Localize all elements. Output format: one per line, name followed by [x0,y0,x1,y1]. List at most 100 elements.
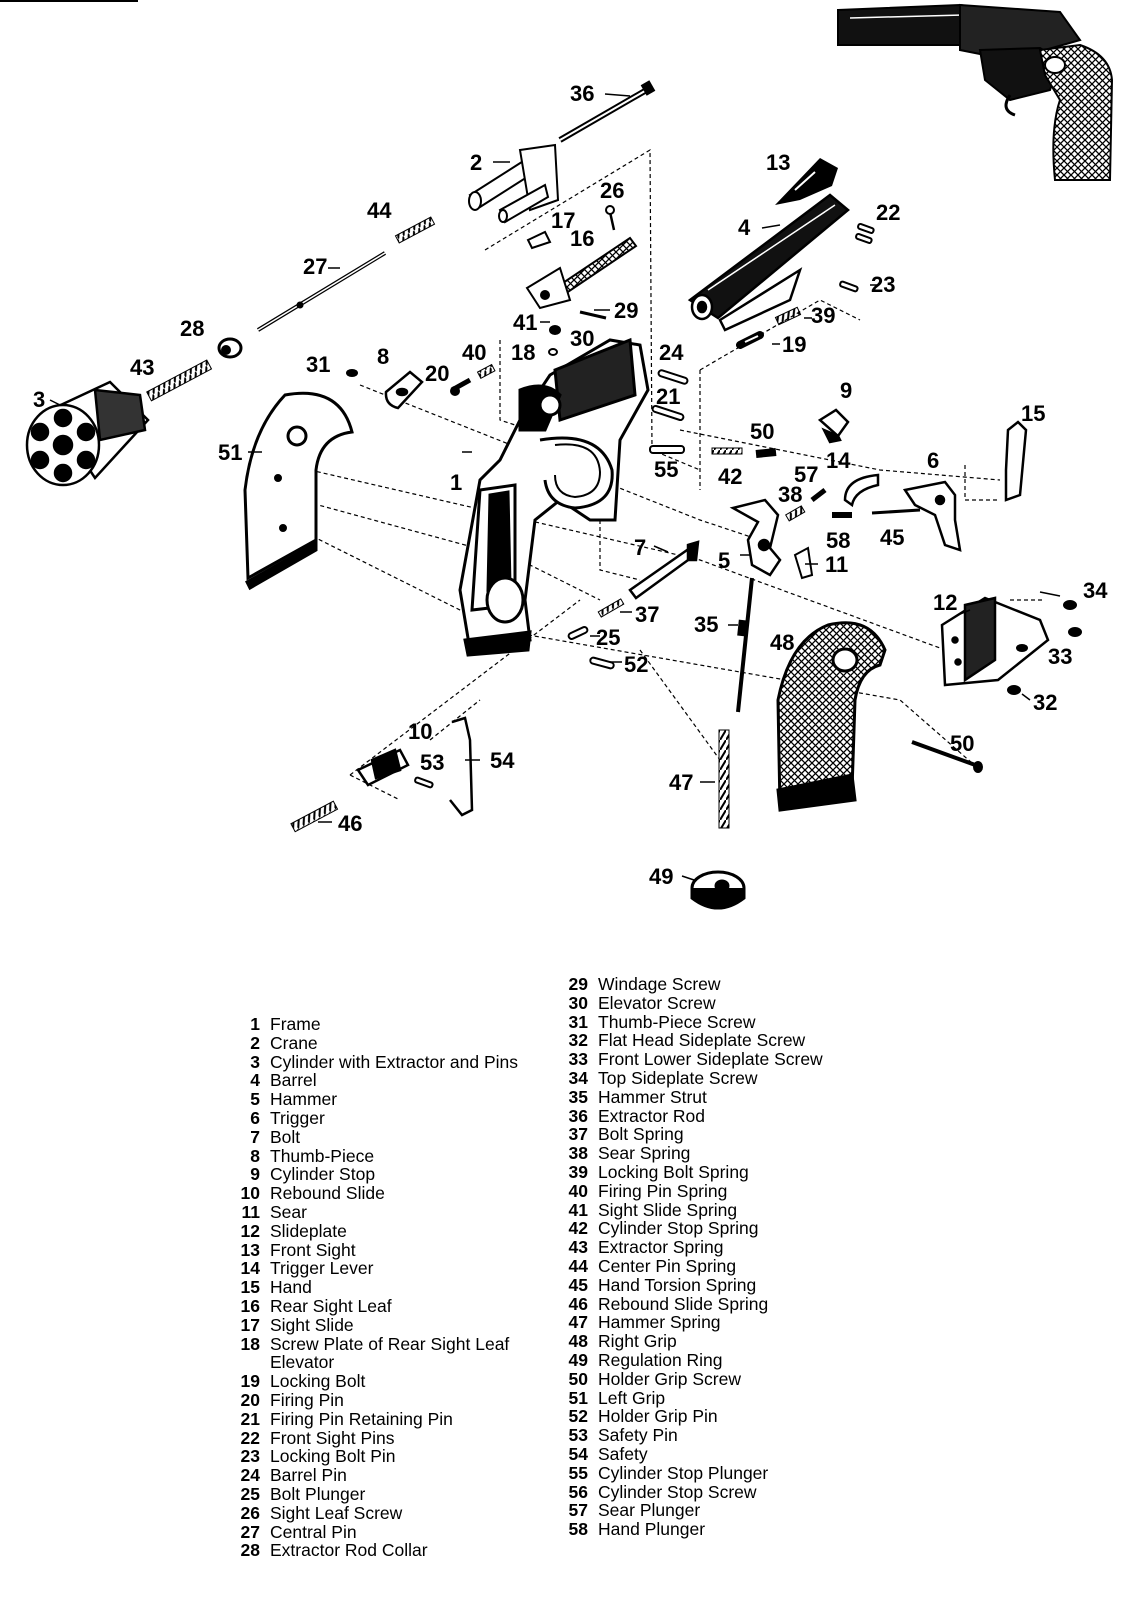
callout-48: 48 [770,630,794,655]
legend-item-name: Cylinder Stop Spring [598,1218,759,1239]
extractor-rod-part [558,80,656,143]
callout-11: 11 [825,552,848,577]
callout-23: 23 [871,272,895,297]
callout-45: 45 [880,525,904,550]
hand-part [1004,420,1028,502]
callout-17: 17 [551,208,575,233]
legend-item-name: Extractor Rod [598,1105,705,1126]
barrel-part [687,193,850,332]
central-pin-part [256,251,387,332]
safety-pin-part [414,776,434,789]
legend-item-number: 3 [250,1051,260,1072]
legend-item-name: Trigger [270,1107,325,1128]
callout-32: 32 [1033,690,1057,715]
callout-54: 54 [490,748,515,773]
legend-item-name: Sear [270,1201,307,1222]
legend-item-name: Flat Head Sideplate Screw [598,1030,806,1051]
callout-40: 40 [462,340,486,365]
legend-item-name: Safety [598,1443,648,1464]
callout-16: 16 [570,226,594,251]
legend-item-number: 19 [240,1371,260,1392]
extractor-rod-collar-part [217,337,243,359]
sear-plunger-part [810,488,827,502]
bolt-plunger-part [567,626,589,640]
legend-item-number: 51 [568,1387,588,1408]
legend-item-number: 52 [568,1406,588,1427]
legend-item-number: 1 [250,1014,260,1034]
callout-37: 37 [635,602,659,627]
legend-item-number: 32 [568,1030,588,1051]
callout-41: 41 [513,310,537,335]
hammer-spring-part [718,729,730,829]
legend-item-number: 25 [240,1483,260,1504]
legend-item-number: 47 [568,1312,588,1333]
legend-item-number: 50 [568,1368,588,1389]
bolt-part [628,540,700,600]
flat-head-sideplate-screw-part [1007,685,1021,695]
sear-spring-part [785,505,806,522]
legend-item-number: 21 [240,1408,260,1429]
legend-item-name: Extractor Rod Collar [270,1540,428,1561]
callout-30: 30 [570,326,594,351]
legend-item-name: Sear Plunger [598,1500,701,1521]
legend-item-number: 45 [568,1274,588,1295]
callout-53: 53 [420,750,444,775]
legend-item-name: Frame [270,1014,321,1034]
callout-20: 20 [425,361,449,386]
callout-38: 38 [778,482,802,507]
legend-item-number: 4 [250,1070,260,1091]
legend-item-number: 23 [240,1446,260,1467]
hammer-strut-part [736,577,754,713]
legend-item-name: Locking Bolt Spring [598,1161,749,1182]
legend-item-number: 58 [568,1519,588,1540]
callout-18: 18 [511,340,535,365]
legend-item-number: 57 [568,1500,588,1521]
legend-item-name: Cylinder Stop [270,1164,376,1185]
legend-item-name: Hand Plunger [598,1519,706,1540]
legend-item-name: Cylinder with Extractor and Pins [270,1051,519,1072]
legend-item-name: Windage Screw [598,974,721,994]
legend-item-number: 29 [568,974,588,994]
legend-item-name: Central Pin [270,1521,357,1542]
legend-item-name: Front Lower Sideplate Screw [598,1049,823,1070]
callout-55: 55 [654,457,678,482]
legend-item-name: Locking Bolt [270,1371,366,1392]
callout-14: 14 [826,448,851,473]
legend-item-name: Screw Plate of Rear Sight Leaf [270,1333,510,1354]
cylinder-stop-plunger-part [649,445,685,454]
legend-item-name: Thumb-Piece [270,1145,375,1166]
legend-item-name: Center Pin Spring [598,1255,737,1276]
center-pin-spring-part [394,216,436,244]
callout-19: 19 [782,332,806,357]
callout-28: 28 [180,316,204,341]
legend-item-name: Sight Slide [270,1314,354,1335]
legend-item-name: Regulation Ring [598,1349,723,1370]
slideplate-part [940,596,1050,687]
callout-8: 8 [377,344,389,369]
callout-22: 22 [876,200,900,225]
callout-12: 12 [933,590,957,615]
trigger-lever-part [843,473,880,508]
legend-item-number: 43 [568,1237,588,1258]
legend-item-number: 30 [568,992,588,1013]
